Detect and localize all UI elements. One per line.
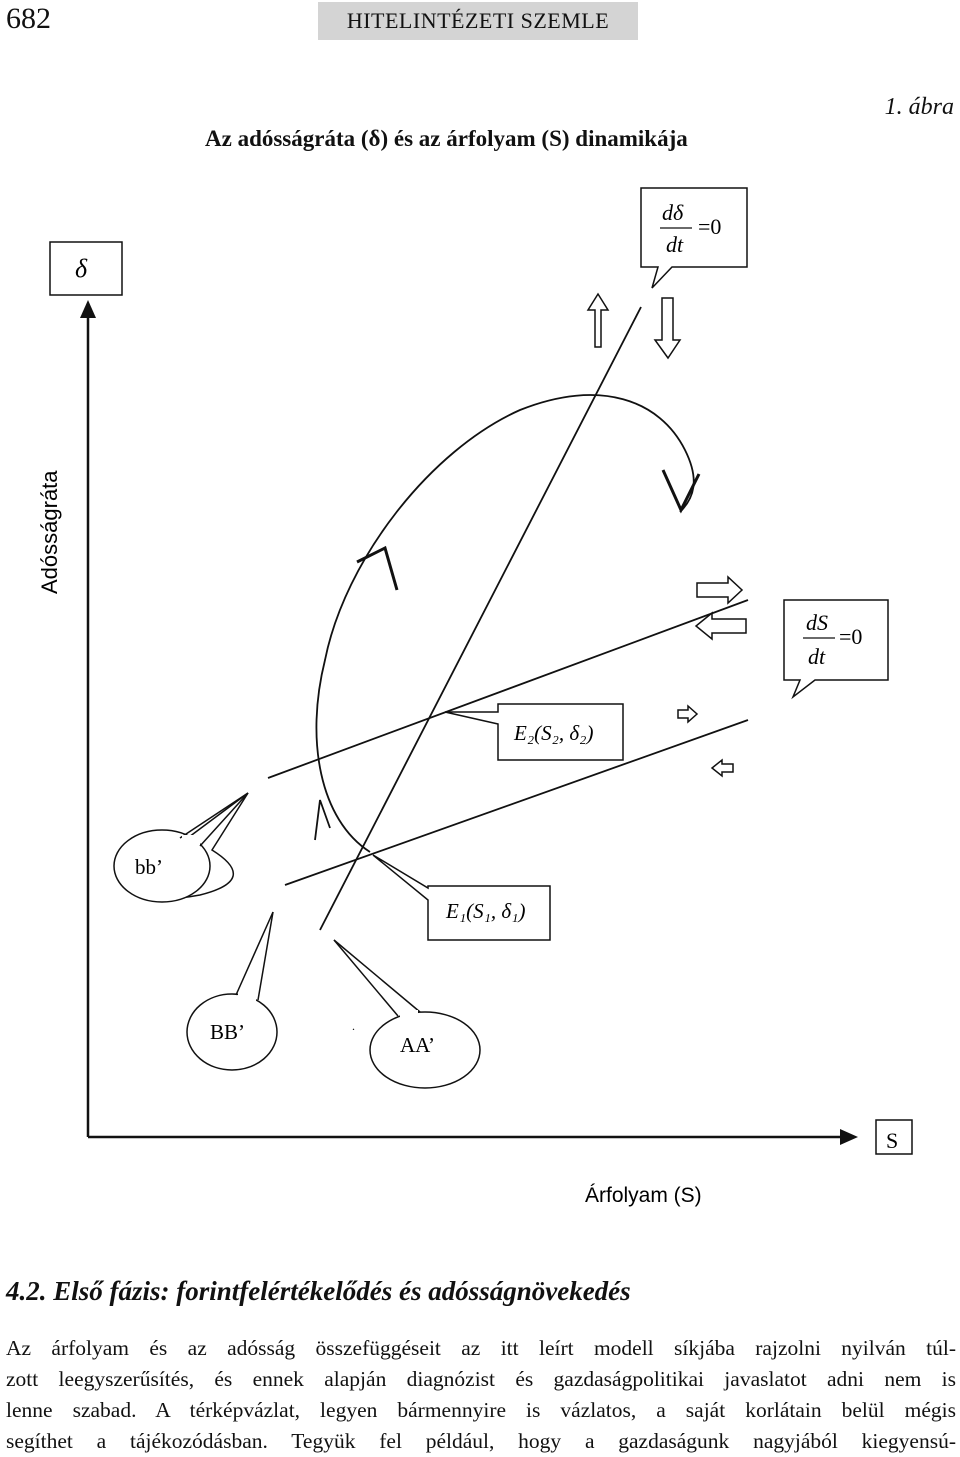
bb-big-bubble-body <box>186 993 278 1071</box>
aa-pointer-a <box>333 939 399 1017</box>
running-head: HITELINTÉZETI SZEMLE <box>318 2 638 40</box>
bb-small-label: bb’ <box>135 855 163 879</box>
y-axis-title: Adósságráta <box>37 470 62 594</box>
bb-small-bubble-body <box>113 829 211 903</box>
s-symbol: S <box>886 1128 898 1153</box>
trajectory-arrow-start <box>314 799 331 841</box>
bb-curve <box>267 599 749 779</box>
ddelta-dt-callout <box>640 187 748 289</box>
ddelta-num: dδ <box>662 200 684 225</box>
x-axis-title: Árfolyam (S) <box>585 1184 702 1207</box>
stray-dot: . <box>352 1019 355 1033</box>
page-number: 682 <box>6 2 51 35</box>
bb-small-pointer-b <box>199 792 249 847</box>
e2-label: E₂(S₂, δ₂) <box>513 721 593 745</box>
x-axis-arrowhead <box>840 1129 858 1145</box>
BB-curve <box>284 719 749 886</box>
phase-diagram: δ S Adósságráta Árfolyam (S) dδ dt =0 dS… <box>37 187 913 1207</box>
ds-num: dS <box>806 610 828 635</box>
ddelta-den: dt <box>666 232 684 257</box>
ds-eq: =0 <box>839 624 862 649</box>
left-arrow-icon <box>694 611 747 641</box>
figure-title: Az adósságráta (δ) és az árfolyam (S) di… <box>205 126 688 151</box>
right-arrow-icon <box>696 575 744 605</box>
y-axis-arrowhead <box>80 300 96 318</box>
body-line: lenne szabad. A térképvázlat, legyen bár… <box>6 1398 956 1422</box>
e2-callout <box>444 703 624 761</box>
bb-big-pointer-a <box>235 911 274 996</box>
trajectory-arrow-down <box>661 469 701 514</box>
trajectory-curve <box>315 394 695 853</box>
aa-label: AA’ <box>400 1033 435 1057</box>
body-line: segíthet a tájékozódásban. Tegyük fel pé… <box>6 1429 956 1453</box>
bb-big-pointer-mask <box>238 993 256 1003</box>
figure-label: 1. ábra <box>884 94 954 120</box>
small-left-arrow-icon <box>710 758 734 778</box>
small-right-arrow-icon <box>677 704 699 724</box>
trajectory-arrow-up <box>356 545 399 591</box>
delta-symbol: δ <box>75 254 88 283</box>
section-heading: 4.2. Első fázis: forintfelértékelődés és… <box>6 1276 631 1306</box>
body-line: Az árfolyam és az adósság összefüggéseit… <box>6 1336 956 1360</box>
s-box <box>875 1119 913 1155</box>
bb-small-pointer-mask <box>182 835 200 845</box>
e1-label: E₁(S₁, δ₁) <box>445 899 525 923</box>
ds-dt-callout <box>783 599 889 700</box>
aa-bubble-body <box>369 1011 481 1089</box>
bb-big-pointer-b <box>257 911 274 1001</box>
ddelta-eq: =0 <box>698 214 721 239</box>
down-arrow-icon <box>653 297 682 360</box>
aa-pointer-mask <box>400 1010 418 1020</box>
bb-small-pointer-a <box>179 792 249 839</box>
aa-pointer-b <box>333 939 421 1013</box>
journal-title: HITELINTÉZETI SZEMLE <box>346 8 610 33</box>
body-paragraph: Az árfolyam és az adósság összefüggéseit… <box>6 1333 956 1457</box>
aa-curve <box>319 306 642 931</box>
delta-box <box>49 241 123 296</box>
body-line: zott leegyszerűsítés, és ennek alapján d… <box>6 1367 956 1391</box>
up-arrow-icon <box>586 292 610 348</box>
e1-callout <box>372 854 551 941</box>
bb-big-label: BB’ <box>210 1020 245 1044</box>
ds-den: dt <box>808 644 826 669</box>
